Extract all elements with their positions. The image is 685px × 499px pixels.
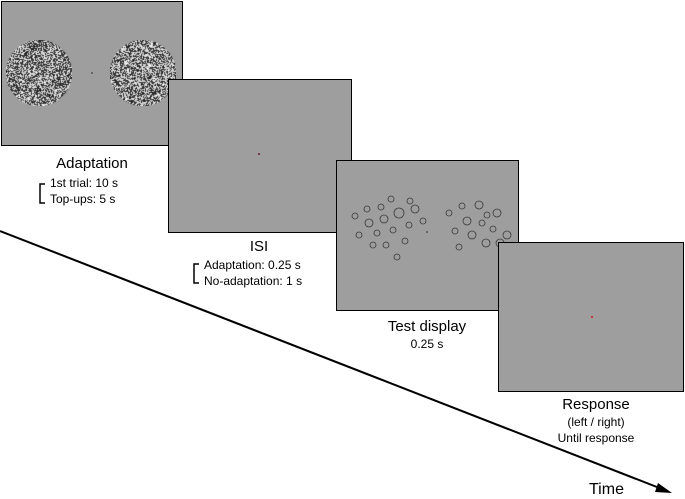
test-dot <box>393 207 405 219</box>
test-dot <box>458 202 466 210</box>
test-dot <box>351 212 359 220</box>
test-dot <box>369 241 377 249</box>
test-dot <box>406 197 414 205</box>
fixation-point <box>591 316 593 318</box>
test-dot-arrays <box>351 195 512 261</box>
adaptation-title: Adaptation <box>56 155 128 172</box>
adaptation-first-trial-duration: 1st trial: 10 s <box>50 176 119 190</box>
test-dot <box>474 200 484 210</box>
test-dot <box>377 203 385 211</box>
adaptation-topup-duration: Top-ups: 5 s <box>50 192 116 206</box>
test-dot <box>363 205 371 213</box>
test-dot <box>387 195 395 203</box>
test-dot <box>405 221 413 229</box>
response-duration: Until response <box>557 431 635 445</box>
test-dot <box>355 231 363 239</box>
isi-timing-bracket <box>193 263 199 284</box>
test-dot <box>373 229 381 237</box>
adaptation-timing-bracket <box>39 183 45 204</box>
test-display-title: Test display <box>387 318 467 335</box>
test-dot <box>393 253 401 261</box>
test-dot <box>410 204 420 214</box>
response-choice-options: (left / right) <box>567 415 625 429</box>
fixation-point <box>426 231 428 233</box>
response-title: Response <box>562 396 630 413</box>
adaptation-noise-patch-left <box>6 40 72 106</box>
test-dot <box>483 211 491 219</box>
test-dot <box>401 237 409 245</box>
test-dot <box>481 238 491 248</box>
adaptation-noise-patch-right <box>110 40 176 106</box>
test-display <box>336 160 519 311</box>
isi-title: ISI <box>249 238 269 255</box>
test-dot <box>389 226 397 234</box>
test-dot <box>489 225 497 233</box>
time-axis-label: Time <box>589 481 624 498</box>
fixation-point <box>91 72 93 74</box>
isi-display <box>168 79 352 233</box>
test-dot <box>492 208 502 218</box>
test-dot <box>445 209 453 217</box>
test-dot <box>451 227 459 235</box>
test-dot <box>364 218 374 228</box>
test-dot <box>419 217 427 225</box>
test-dot <box>455 243 463 251</box>
test-dot <box>502 230 512 240</box>
test-dot <box>379 214 389 224</box>
test-dot <box>382 241 390 249</box>
test-dot <box>467 230 477 240</box>
test-display-duration: 0.25 s <box>410 337 444 351</box>
test-dot <box>478 219 486 227</box>
isi-adaptation-duration: Adaptation: 0.25 s <box>204 258 301 272</box>
fixation-point <box>258 153 260 155</box>
isi-no-adaptation-duration: No-adaptation: 1 s <box>204 274 303 288</box>
response-display <box>498 242 684 392</box>
test-dot <box>462 216 472 226</box>
adaptation-display <box>1 1 183 146</box>
